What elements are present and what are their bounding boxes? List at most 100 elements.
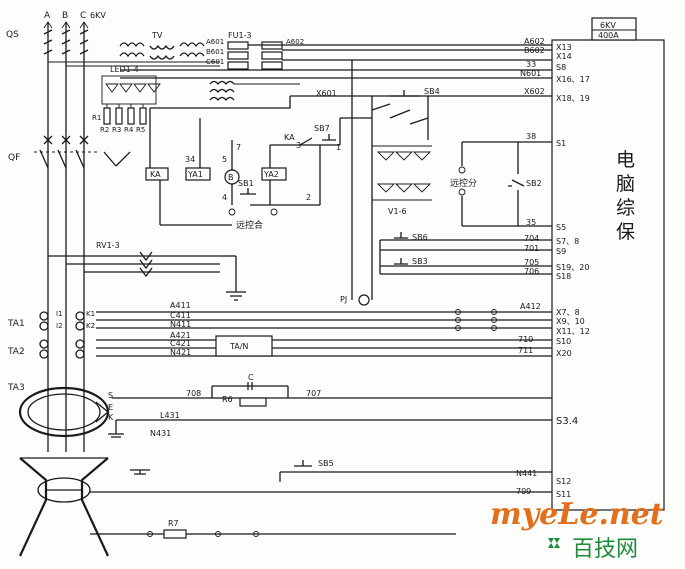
wire-709: 709 (516, 487, 531, 496)
computer-protection-unit (551, 39, 665, 511)
term-x20: X20 (556, 349, 572, 358)
phase-lines (47, 22, 85, 452)
wire-c411: C411 (170, 311, 191, 320)
wire-706: 706 (524, 267, 539, 276)
wire-n431: N431 (150, 429, 171, 438)
sb1-button (240, 188, 256, 195)
aux-transformer (209, 80, 300, 102)
wire-1: 1 (336, 143, 341, 152)
ya2-coil (261, 167, 287, 181)
ya2-label: YA2 (263, 170, 279, 179)
r5-label: R5 (136, 126, 145, 134)
wire-3: 3 (296, 141, 301, 150)
wire-n421: N421 (170, 348, 191, 357)
wire-a602: A602 (524, 37, 545, 46)
local-close-label: 远控合 (236, 219, 263, 231)
terminal-labels: X13 X14 S8 X16、17 X18、19 S1 S5 S7、8 S9 S… (556, 43, 590, 499)
tv-label: TV (151, 31, 163, 40)
control-circuit (149, 108, 372, 226)
sb1-label: SB1 (238, 179, 254, 188)
ta1-k1: K1 (86, 310, 95, 318)
tv-transformer (48, 42, 220, 67)
term-x9-10: X9、10 (556, 317, 585, 326)
rating-box (591, 17, 637, 41)
v16-label: V1-6 (388, 207, 407, 216)
b-label: B (228, 173, 234, 182)
qs-label: QS (6, 30, 19, 40)
ya1-label: YA1 (187, 170, 203, 179)
ta3-e: E (108, 403, 113, 412)
sb6-label: SB6 (412, 233, 428, 242)
wire-5: 5 (222, 155, 227, 164)
qs-isolator (43, 29, 89, 55)
wire-707: 707 (306, 389, 321, 398)
c-capacitor-label: C (248, 373, 254, 382)
r2-label: R2 (100, 126, 109, 134)
term-s19-20: S19、20 (556, 263, 589, 272)
rv-label: RV1-3 (96, 241, 120, 250)
cpu-char-1: 电 (616, 149, 635, 171)
ta1-i2: I2 (56, 322, 63, 330)
ct-secondary-buses (96, 311, 552, 357)
remote-open-circuit (458, 141, 552, 227)
wire-n411: N411 (170, 320, 191, 329)
tan-label: TA/N (229, 342, 248, 351)
pj-meter (358, 294, 370, 306)
wire-n441: N441 (516, 469, 537, 478)
term-x7-8: X7、8 (556, 308, 580, 317)
wire-a412: A412 (520, 302, 541, 311)
phase-b-label: B (62, 11, 68, 21)
ct-ta2 (39, 339, 85, 359)
fu-label: FU1-3 (228, 31, 252, 40)
tan-transducer (215, 335, 273, 357)
ka-coil (145, 167, 169, 181)
term-x13: X13 (556, 43, 572, 52)
pt-secondary-buses (120, 44, 552, 97)
qf-label: QF (8, 153, 20, 163)
qf-breaker (34, 135, 131, 169)
r4-label: R4 (124, 126, 134, 134)
wire-2: 2 (306, 193, 311, 202)
wire-33: 33 (526, 60, 536, 69)
wire-b602: B602 (524, 46, 545, 55)
rv-arrestors (48, 251, 246, 301)
sb7-label: SB7 (314, 124, 330, 133)
term-s9: S9 (556, 247, 566, 256)
ta3-k: K (108, 413, 114, 422)
phase-a-label: A (44, 11, 51, 21)
r7-circuit (90, 529, 456, 539)
r7-label: R7 (168, 519, 179, 528)
incoming-arrows (43, 21, 89, 29)
phase-c-label: C (80, 11, 86, 21)
r1-label: R1 (92, 114, 101, 122)
v16-diodes (372, 145, 432, 201)
wire-701: 701 (524, 244, 539, 253)
term-s7-8: S7、8 (556, 237, 579, 246)
term-x18-19: X18、19 (556, 94, 590, 103)
wire-a421: A421 (170, 331, 191, 340)
rating-current: 400A (598, 31, 619, 40)
wire-35: 35 (526, 218, 536, 227)
wire-710: 710 (518, 335, 533, 344)
ta1-label: TA1 (7, 319, 25, 329)
wire-705: 705 (524, 258, 539, 267)
ta3-wiring (108, 382, 552, 438)
watermark-site: myeLe.net (490, 497, 664, 532)
wire-b601: B601 (206, 48, 224, 56)
ta3-s: S (108, 391, 113, 400)
sb3-label: SB3 (412, 257, 428, 266)
ta3-label: TA3 (7, 383, 25, 393)
wire-38: 38 (526, 132, 536, 141)
pj-label: PJ (340, 295, 347, 304)
wire-711: 711 (518, 346, 533, 355)
cpu-char-3: 综 (616, 197, 635, 219)
ka-contact-label: KA (284, 133, 295, 142)
wire-c421: C421 (170, 339, 191, 348)
sb4-label: SB4 (424, 87, 440, 96)
term-s10: S10 (556, 337, 571, 346)
wire-c601: C601 (206, 58, 224, 66)
ka-coil-label: KA (150, 170, 161, 179)
phase-labels: A B C 6KV (44, 11, 106, 21)
wire-x601: X601 (316, 89, 337, 98)
